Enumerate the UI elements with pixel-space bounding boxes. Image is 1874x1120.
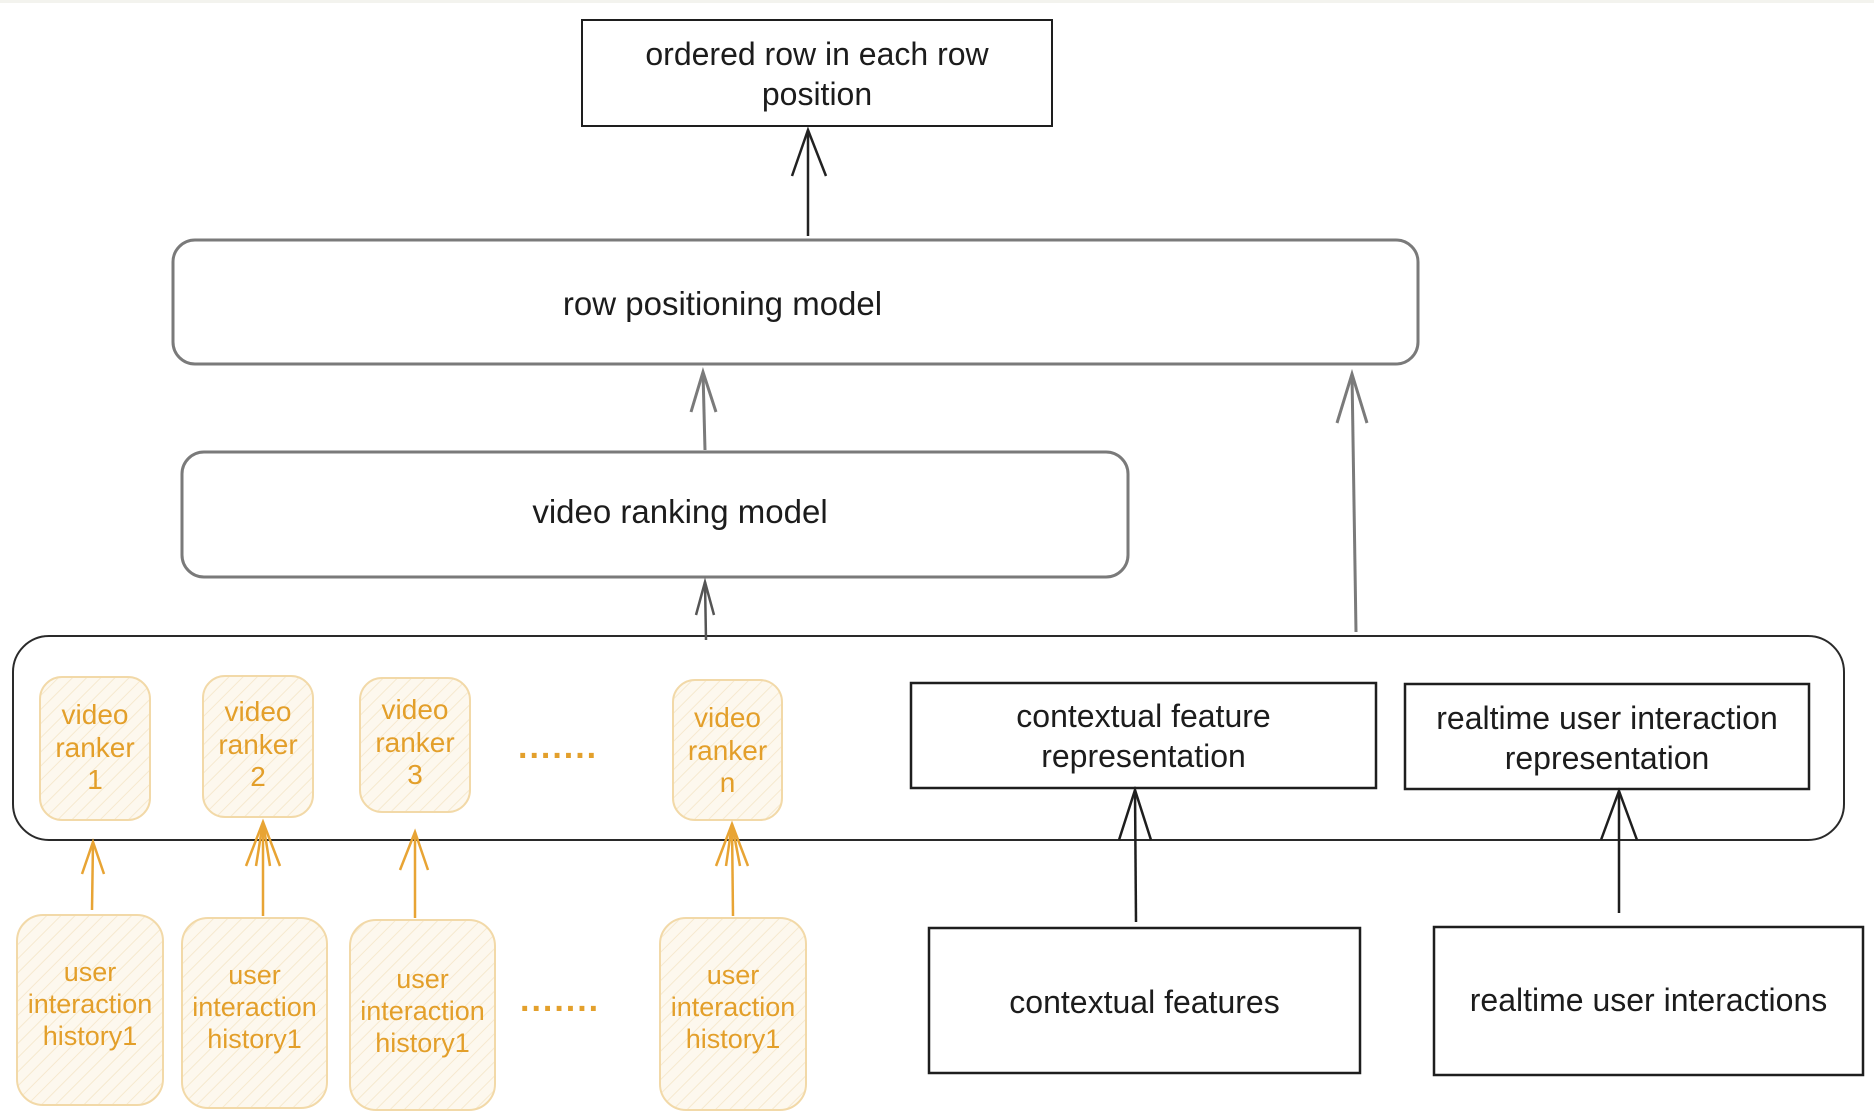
arrow-history-n-to-ranker-n	[714, 820, 750, 917]
realtime-user-interactions-box[interactable]	[1432, 925, 1865, 1077]
video-ranker-box-2[interactable]	[202, 675, 314, 818]
user-history-label-2: user interaction history1	[182, 948, 327, 1068]
user-history-3-line-3: history1	[375, 1027, 470, 1058]
user-history-3-line-2: interaction	[360, 996, 485, 1027]
contextual-features-label: contextual features	[929, 975, 1360, 1029]
user-history-n-line-1: user	[706, 960, 760, 991]
arrow-history-1-to-ranker-1	[80, 838, 106, 911]
arrow-video-ranking-to-row	[689, 366, 718, 451]
video-ranker-n-line-1: video	[694, 701, 761, 733]
output-box-line-1: ordered row in each row	[645, 36, 989, 72]
realtime-rep-line-2: representation	[1504, 740, 1710, 776]
user-history-1-line-2: interaction	[27, 989, 153, 1020]
realtime-rep-line-1: realtime user interaction	[1436, 700, 1778, 736]
video-ranking-model-label: video ranking model	[480, 484, 880, 540]
user-history-2-line-2: interaction	[192, 992, 317, 1023]
user-history-1-line-1: user	[63, 957, 117, 988]
user-history-label-1: user interaction history1	[17, 945, 163, 1065]
contextual-feature-rep-line-1: contextual feature	[1016, 698, 1271, 734]
user-history-box-n[interactable]	[659, 917, 807, 1111]
contextual-features-text: contextual features	[1009, 984, 1280, 1020]
row-positioning-model-label: row positioning model	[520, 276, 925, 332]
video-ranker-3-line-1: video	[381, 693, 449, 725]
video-ranker-3-line-2: ranker	[375, 726, 455, 758]
user-history-2-line-1: user	[228, 960, 281, 991]
arrow-history-2-to-ranker-2	[244, 818, 282, 916]
contextual-feature-rep-line-2: representation	[1041, 738, 1246, 774]
video-ranker-1-line-3: 1	[87, 764, 103, 796]
video-ranker-2-line-3: 2	[250, 761, 266, 793]
output-box-label: ordered row in each row position	[582, 24, 1052, 124]
video-ranker-1-line-1: video	[61, 698, 129, 730]
user-history-1-line-3: history1	[42, 1020, 138, 1051]
user-history-box-2[interactable]	[181, 917, 328, 1109]
contextual-feature-representation-box[interactable]	[909, 681, 1378, 790]
video-ranker-label-3: video ranker 3	[360, 678, 470, 808]
row-positioning-model-box[interactable]	[171, 238, 1420, 366]
realtime-user-interaction-representation-box[interactable]	[1403, 682, 1811, 791]
arrow-realtime-interactions-to-representation	[1599, 787, 1639, 913]
video-ranker-2-line-1: video	[224, 695, 292, 727]
video-ranker-box-n[interactable]	[672, 679, 783, 821]
row-positioning-model-text: row positioning model	[562, 285, 883, 323]
user-history-box-1[interactable]	[16, 914, 164, 1106]
video-ranker-label-2: video ranker 2	[203, 680, 313, 810]
video-ranker-box-1[interactable]	[39, 676, 151, 821]
user-history-n-line-3: history1	[685, 1023, 781, 1054]
user-history-n-line-2: interaction	[670, 992, 796, 1023]
realtime-user-interaction-representation-label: realtime user interaction representation	[1405, 692, 1809, 784]
user-history-3-line-1: user	[396, 964, 449, 995]
video-ranking-model-text: video ranking model	[532, 493, 828, 531]
user-history-label-n: user interaction history1	[660, 948, 806, 1068]
user-history-2-line-3: history1	[207, 1023, 302, 1054]
output-box[interactable]	[581, 19, 1053, 127]
video-ranking-model-box[interactable]	[180, 450, 1130, 579]
output-box-line-2: position	[761, 76, 873, 112]
video-ranker-box-3[interactable]	[359, 677, 471, 813]
realtime-user-interactions-label: realtime user interactions	[1434, 973, 1863, 1027]
contextual-feature-representation-label: contextual feature representation	[911, 690, 1376, 782]
arrow-contextual-features-to-representation	[1117, 785, 1153, 923]
video-ranker-3-line-3: 3	[407, 759, 423, 791]
contextual-features-box[interactable]	[927, 926, 1362, 1075]
video-ranker-label-n: video ranker n	[673, 686, 782, 816]
video-ranker-label-1: video ranker 1	[40, 683, 150, 813]
arrow-container-to-video-ranking	[694, 577, 716, 641]
realtime-user-interactions-text: realtime user interactions	[1469, 982, 1828, 1018]
arrow-history-3-to-ranker-3	[398, 828, 430, 918]
top-edge-strip	[0, 0, 1874, 3]
ranker-ellipsis: .......	[518, 728, 599, 766]
arrow-row-to-output	[790, 126, 828, 236]
video-ranker-n-line-2: ranker	[687, 734, 768, 766]
video-ranker-1-line-2: ranker	[55, 731, 135, 763]
video-ranker-n-line-3: n	[719, 767, 736, 799]
user-history-label-3: user interaction history1	[350, 952, 495, 1072]
user-history-box-3[interactable]	[349, 919, 496, 1111]
video-ranker-2-line-2: ranker	[218, 728, 298, 760]
history-ellipsis: .......	[520, 981, 601, 1019]
arrow-container-to-row	[1335, 368, 1369, 633]
